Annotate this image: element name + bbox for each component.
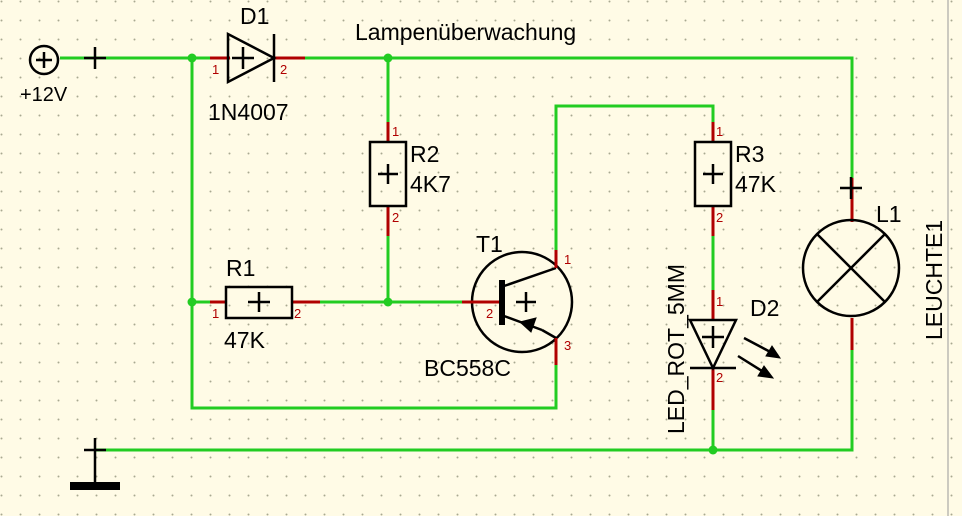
resistor-r2[interactable]: R2 4K7 1 2 xyxy=(368,122,451,236)
t1-ref: T1 xyxy=(476,231,503,257)
t1-pin2: 2 xyxy=(486,306,493,321)
r1-ref: R1 xyxy=(226,255,255,281)
r1-value: 47K xyxy=(224,327,266,353)
r3-value: 47K xyxy=(735,171,777,197)
diode-d1[interactable]: D1 1N4007 1 2 xyxy=(208,3,305,125)
r1-pin2: 2 xyxy=(294,306,301,321)
wires xyxy=(60,53,854,455)
d1-ref: D1 xyxy=(240,3,269,29)
junction-dot xyxy=(187,53,197,63)
d2-value: LED_ROT_5MM xyxy=(663,264,689,434)
supply-circle-icon xyxy=(28,44,60,76)
r2-pin1: 1 xyxy=(392,124,399,139)
d2-pin2: 2 xyxy=(716,370,723,385)
r2-value: 4K7 xyxy=(410,171,451,197)
d2-ref: D2 xyxy=(750,295,779,321)
wire-ground-rail xyxy=(95,322,854,452)
r2-pin2: 2 xyxy=(392,210,399,225)
supply-label: +12V xyxy=(20,84,68,106)
r1-pin1: 1 xyxy=(212,306,219,321)
junction-dot xyxy=(383,53,393,63)
r2-ref: R2 xyxy=(410,141,439,167)
resistor-r3[interactable]: R3 47K 1 2 xyxy=(693,122,777,236)
d1-pin1: 1 xyxy=(212,62,219,77)
t1-value: BC558C xyxy=(424,355,511,381)
t1-pin1: 1 xyxy=(564,252,571,267)
resistor-r1[interactable]: R1 47K 1 2 xyxy=(210,255,320,353)
l1-value: LEUCHTE1 xyxy=(921,220,947,340)
schematic-title: Lampenüberwachung xyxy=(355,19,576,45)
ground-terminal[interactable] xyxy=(70,438,120,490)
junction-dot xyxy=(187,297,197,307)
transistor-t1[interactable]: T1 BC558C 1 2 3 xyxy=(424,231,574,381)
junction-dot xyxy=(708,445,718,455)
wire-d1-to-lamp xyxy=(305,56,854,178)
d2-pin1: 1 xyxy=(716,294,723,309)
r3-ref: R3 xyxy=(735,141,764,167)
led-d2[interactable]: D2 LED_ROT_5MM 1 2 xyxy=(663,264,782,434)
supply-terminal[interactable]: +12V xyxy=(20,44,106,106)
junction-dot xyxy=(383,297,393,307)
d1-pin2: 2 xyxy=(280,62,287,77)
t1-pin3: 3 xyxy=(564,338,571,353)
l1-ref: L1 xyxy=(876,201,902,227)
r3-pin1: 1 xyxy=(716,124,723,139)
wire-left-vertical xyxy=(190,58,558,410)
r3-pin2: 2 xyxy=(716,210,723,225)
d1-value: 1N4007 xyxy=(208,99,289,125)
lamp-l1[interactable]: L1 LEUCHTE1 xyxy=(801,177,947,350)
wire-collector-to-r3 xyxy=(554,104,715,250)
